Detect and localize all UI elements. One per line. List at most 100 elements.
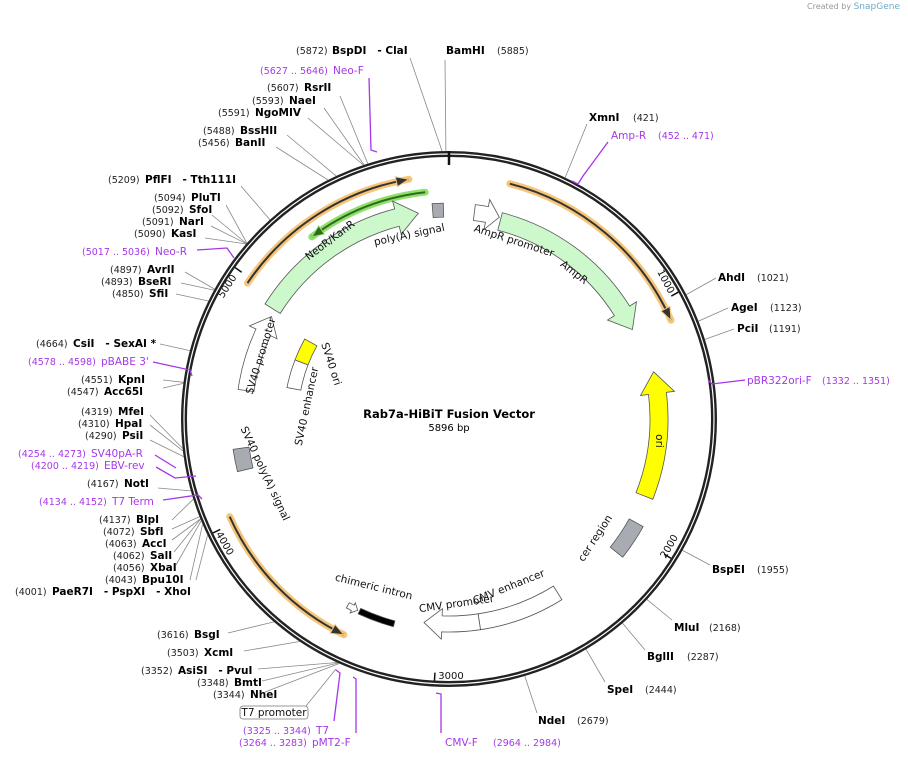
feature-label: chimeric intron bbox=[334, 572, 414, 603]
restriction-site[interactable]: (4664)CsiI - SexAI * bbox=[36, 338, 157, 350]
restriction-site[interactable]: (4547)Acc65I bbox=[67, 386, 143, 398]
feature-neor-kanr[interactable] bbox=[264, 200, 419, 315]
orange-span-top-left[interactable] bbox=[244, 175, 413, 287]
feature-ampr[interactable] bbox=[497, 212, 638, 331]
restriction-site[interactable]: (3348)BmtI bbox=[197, 677, 262, 689]
restriction-site[interactable]: (3616)BsgI bbox=[157, 629, 220, 641]
primer-name: T7 Term bbox=[111, 496, 154, 508]
restriction-site[interactable]: (5091)NarI bbox=[142, 216, 204, 228]
site-name: AccI bbox=[142, 538, 166, 550]
restriction-site[interactable]: AgeI(1123) bbox=[731, 302, 802, 314]
restriction-site[interactable]: (5090)KasI bbox=[134, 228, 196, 240]
restriction-site[interactable]: (3352)AsiSI - PvuI bbox=[141, 665, 252, 677]
restriction-site[interactable]: (5593)NaeI bbox=[252, 95, 316, 107]
restriction-site[interactable]: (5092)SfoI bbox=[152, 204, 212, 216]
site-leader-line bbox=[162, 383, 184, 389]
restriction-site[interactable]: (5456)BanII bbox=[198, 137, 265, 149]
restriction-site[interactable]: (4310)HpaI bbox=[78, 418, 142, 430]
restriction-site[interactable]: AhdI(1021) bbox=[718, 272, 789, 284]
primer[interactable]: (5627 .. 5646)Neo-F bbox=[260, 65, 378, 153]
restriction-site[interactable]: (3503)XcmI bbox=[167, 647, 233, 659]
primer[interactable]: (3325 .. 3344)T7 bbox=[243, 669, 341, 737]
plasmid-length: 5896 bp bbox=[428, 423, 469, 434]
feature-poly-a-signal[interactable] bbox=[431, 202, 445, 219]
site-name: BsgI bbox=[194, 629, 220, 641]
site-position: (4547) bbox=[67, 387, 99, 398]
restriction-site[interactable]: (5209)PflFI - Tth111I bbox=[108, 174, 236, 186]
primer[interactable]: (2964 .. 2984)CMV-F bbox=[435, 692, 561, 749]
site-leader-line bbox=[682, 550, 711, 566]
tick-mark bbox=[663, 553, 672, 559]
site-position: (2287) bbox=[687, 652, 719, 663]
restriction-site[interactable]: (4551)KpnI bbox=[81, 374, 145, 386]
primer-name: pMT2-F bbox=[312, 737, 351, 749]
feature-sv40-promoter[interactable] bbox=[237, 315, 278, 393]
site-position: (4001) bbox=[15, 587, 47, 598]
site-position: (5090) bbox=[134, 229, 166, 240]
restriction-site[interactable]: (4897)AvrII bbox=[110, 264, 175, 276]
primer[interactable]: (1332 .. 1351)pBR322ori-F bbox=[707, 375, 890, 387]
orange-span-bottom-left[interactable] bbox=[226, 513, 348, 639]
primer[interactable]: (4134 .. 4152)T7 Term bbox=[39, 494, 203, 508]
t7-promoter-callout[interactable]: T7 promoter bbox=[239, 668, 337, 720]
restriction-site[interactable]: NdeI(2679) bbox=[538, 715, 609, 727]
restriction-site[interactable]: (5607)RsrII bbox=[267, 82, 331, 94]
neo-span-line[interactable] bbox=[308, 188, 429, 241]
restriction-site[interactable]: (4063)AccI bbox=[105, 538, 166, 550]
site-leader-line bbox=[564, 123, 588, 178]
site-leader-line bbox=[261, 662, 339, 682]
primer-marker bbox=[152, 361, 193, 377]
orange-span-top-right[interactable] bbox=[506, 180, 675, 324]
feature-chimeric-intron[interactable] bbox=[357, 607, 396, 628]
restriction-site[interactable]: (4043)Bpu10I bbox=[105, 574, 184, 586]
restriction-site[interactable]: BglII(2287) bbox=[647, 651, 719, 663]
feature-cer-region[interactable] bbox=[609, 518, 644, 558]
restriction-site[interactable]: (4850)SfiI bbox=[112, 288, 168, 300]
restriction-site[interactable]: PciI(1191) bbox=[737, 323, 801, 335]
restriction-site[interactable]: (5094)PluTI bbox=[154, 192, 221, 204]
restriction-site[interactable]: MluI(2168) bbox=[674, 622, 741, 634]
restriction-site[interactable]: (5591)NgoMIV bbox=[218, 107, 302, 119]
restriction-site[interactable]: (4062)SalI bbox=[113, 550, 172, 562]
restriction-site[interactable]: SpeI(2444) bbox=[607, 684, 677, 696]
site-leader-line bbox=[286, 134, 337, 177]
restriction-site[interactable]: (4319)MfeI bbox=[81, 406, 144, 418]
restriction-site[interactable]: (4056)XbaI bbox=[113, 562, 177, 574]
restriction-site[interactable]: (3344)NheI bbox=[213, 689, 277, 701]
restriction-site[interactable]: (4893)BseRI bbox=[101, 276, 171, 288]
feature-sv40-ori[interactable] bbox=[294, 338, 318, 366]
feature-ori[interactable] bbox=[635, 371, 676, 500]
restriction-site[interactable]: (5872)BspDI - ClaI bbox=[296, 45, 408, 57]
site-name: NgoMIV bbox=[255, 107, 302, 119]
site-name: BmtI bbox=[234, 677, 262, 689]
primer[interactable]: (5017 .. 5036)Neo-R bbox=[82, 246, 235, 259]
site-position: (5872) bbox=[296, 46, 328, 57]
restriction-site[interactable]: (4001)PaeR7I - PspXI - XhoI bbox=[15, 586, 191, 598]
site-name: NheI bbox=[250, 689, 277, 701]
site-name: NotI bbox=[124, 478, 149, 490]
primer-range: (5627 .. 5646) bbox=[260, 66, 328, 77]
site-name: PflFI - Tth111I bbox=[145, 174, 236, 186]
primer[interactable]: (452 .. 471)Amp-R bbox=[571, 130, 714, 185]
span-line bbox=[246, 178, 410, 284]
feature-ampr-promoter[interactable] bbox=[472, 198, 500, 231]
primer[interactable]: (4578 .. 4598)pBABE 3' bbox=[28, 356, 193, 377]
restriction-site[interactable]: (4167)NotI bbox=[87, 478, 149, 490]
restriction-site[interactable]: XmnI(421) bbox=[589, 112, 659, 124]
restriction-site[interactable]: (4072)SbfI bbox=[103, 526, 164, 538]
restriction-site[interactable]: BamHI(5885) bbox=[446, 45, 529, 57]
feature-chimeric-intron-arrow[interactable] bbox=[345, 601, 359, 614]
site-leader-line bbox=[189, 524, 203, 581]
feature-sv40-polya[interactable] bbox=[232, 446, 254, 473]
site-leader-line bbox=[225, 204, 248, 244]
feature-cmv-promoter[interactable] bbox=[423, 607, 481, 641]
primer-marker bbox=[155, 466, 197, 479]
site-leader-line bbox=[704, 328, 735, 340]
primer[interactable]: (3264 .. 3283)pMT2-F bbox=[239, 676, 357, 749]
primer[interactable]: (4200 .. 4219)EBV-rev bbox=[31, 460, 197, 479]
primer[interactable]: (4254 .. 4273)SV40pA-R bbox=[18, 448, 177, 469]
restriction-site[interactable]: BspEI(1955) bbox=[712, 564, 789, 576]
restriction-site[interactable]: (5488)BssHII bbox=[203, 125, 277, 137]
restriction-site[interactable]: (4137)BlpI bbox=[99, 514, 159, 526]
restriction-site[interactable]: (4290)PsiI bbox=[85, 430, 143, 442]
